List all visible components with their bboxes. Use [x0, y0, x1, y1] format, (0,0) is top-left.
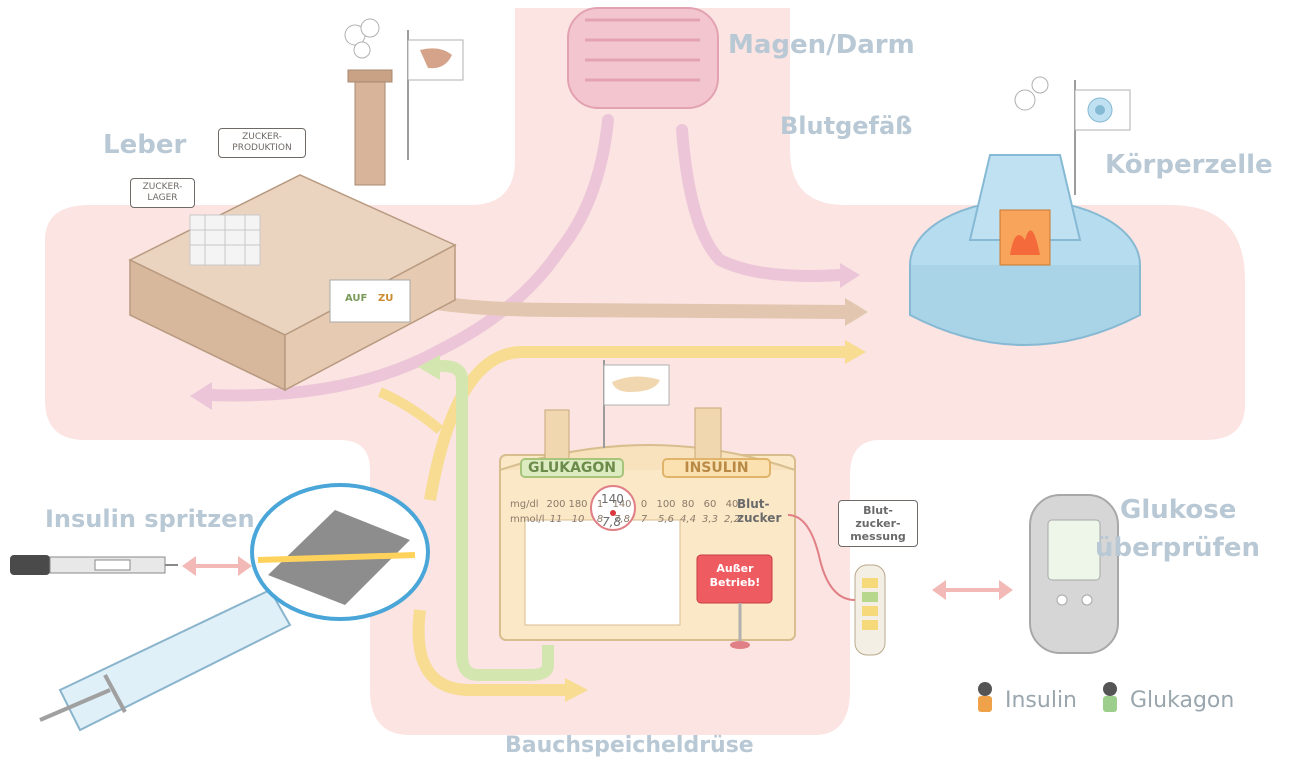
scale-value: 200	[546, 499, 566, 510]
insulin-arrow-to-cell	[424, 346, 845, 502]
scale-value: 180	[568, 499, 588, 510]
insulin-pen-icon	[10, 555, 178, 575]
door-open-label: AUF	[345, 293, 368, 304]
sugar-arrow-to-cell	[676, 124, 846, 282]
scale-value: 2,2	[724, 514, 740, 525]
glucagon-worker-icon	[1103, 682, 1117, 712]
liver-factory	[128, 18, 464, 392]
region-check-line2: überprüfen	[1095, 533, 1260, 563]
scale-value: 60	[703, 499, 717, 510]
scale-value: 100	[656, 499, 676, 510]
insulin-worker-icon	[978, 682, 992, 712]
glucose-meter-icon	[1029, 494, 1119, 654]
scale-mmol: 11 10 8 7,8 7 5,6 4,4 3,3 2,2	[545, 514, 743, 525]
intestine-icon	[567, 7, 719, 109]
region-vessel-label: Blutgefäß	[780, 112, 913, 140]
double-arrow-inject	[182, 556, 252, 576]
scale-value: 7	[640, 514, 648, 525]
region-stomach-label: Magen/Darm	[728, 30, 915, 60]
region-pancreas-label: Bauchspeicheldrüse	[505, 733, 754, 758]
blood-sugar-meter-title: Blut- zucker	[737, 497, 782, 525]
scale-value: 0	[640, 499, 648, 510]
out-of-order-sign: Außer Betrieb!	[709, 562, 761, 589]
sugar-storage-sign: ZUCKER- LAGER	[130, 178, 195, 208]
legend-insulin: Insulin	[1005, 688, 1078, 713]
scale-value: 80	[681, 499, 695, 510]
insulin-panel-label: INSULIN	[662, 458, 771, 478]
glucagon-arrow	[439, 359, 554, 681]
syringe-icon	[39, 588, 292, 732]
sugar-arrow-to-liver	[204, 114, 614, 402]
unit-mmol: mmol/l	[510, 514, 545, 525]
scale-value: 5,6	[658, 514, 674, 525]
scale-value: 4,4	[680, 514, 696, 525]
region-cell-label: Körperzelle	[1105, 150, 1273, 180]
gauge-value-mmol: 7,8	[602, 515, 622, 529]
double-arrow-check	[932, 580, 1013, 600]
region-check-line1: Glukose	[1120, 495, 1237, 525]
gauge-value-mgdl: 140	[601, 492, 624, 506]
scale-value: 11	[549, 514, 563, 525]
glucagon-panel-label: GLUKAGON	[520, 458, 624, 478]
measurement-tube	[787, 514, 886, 656]
legend-glucagon: Glukagon	[1130, 688, 1235, 713]
scale-value: 1	[596, 499, 604, 510]
magnifier-lens	[250, 483, 430, 621]
insulin-arrow-to-liver	[377, 387, 444, 434]
scale-value: 3,3	[702, 514, 718, 525]
scale-value: 8	[596, 514, 604, 525]
region-liver-label: Leber	[103, 130, 187, 160]
scale-value: 10	[571, 514, 585, 525]
scale-value: 40	[725, 499, 739, 510]
door-close-label: ZU	[378, 293, 394, 304]
scale-value: 7,8	[614, 514, 630, 525]
cell-factory	[909, 76, 1141, 346]
unit-mgdl: mg/dl	[510, 499, 539, 510]
blood-sugar-measurement-sign: Blut- zucker- messung	[838, 500, 918, 547]
sugar-production-sign: ZUCKER- PRODUKTION	[218, 128, 306, 158]
region-inject-label: Insulin spritzen	[45, 505, 255, 533]
insulin-arrow-down	[412, 609, 565, 696]
scale-value: 140	[612, 499, 632, 510]
